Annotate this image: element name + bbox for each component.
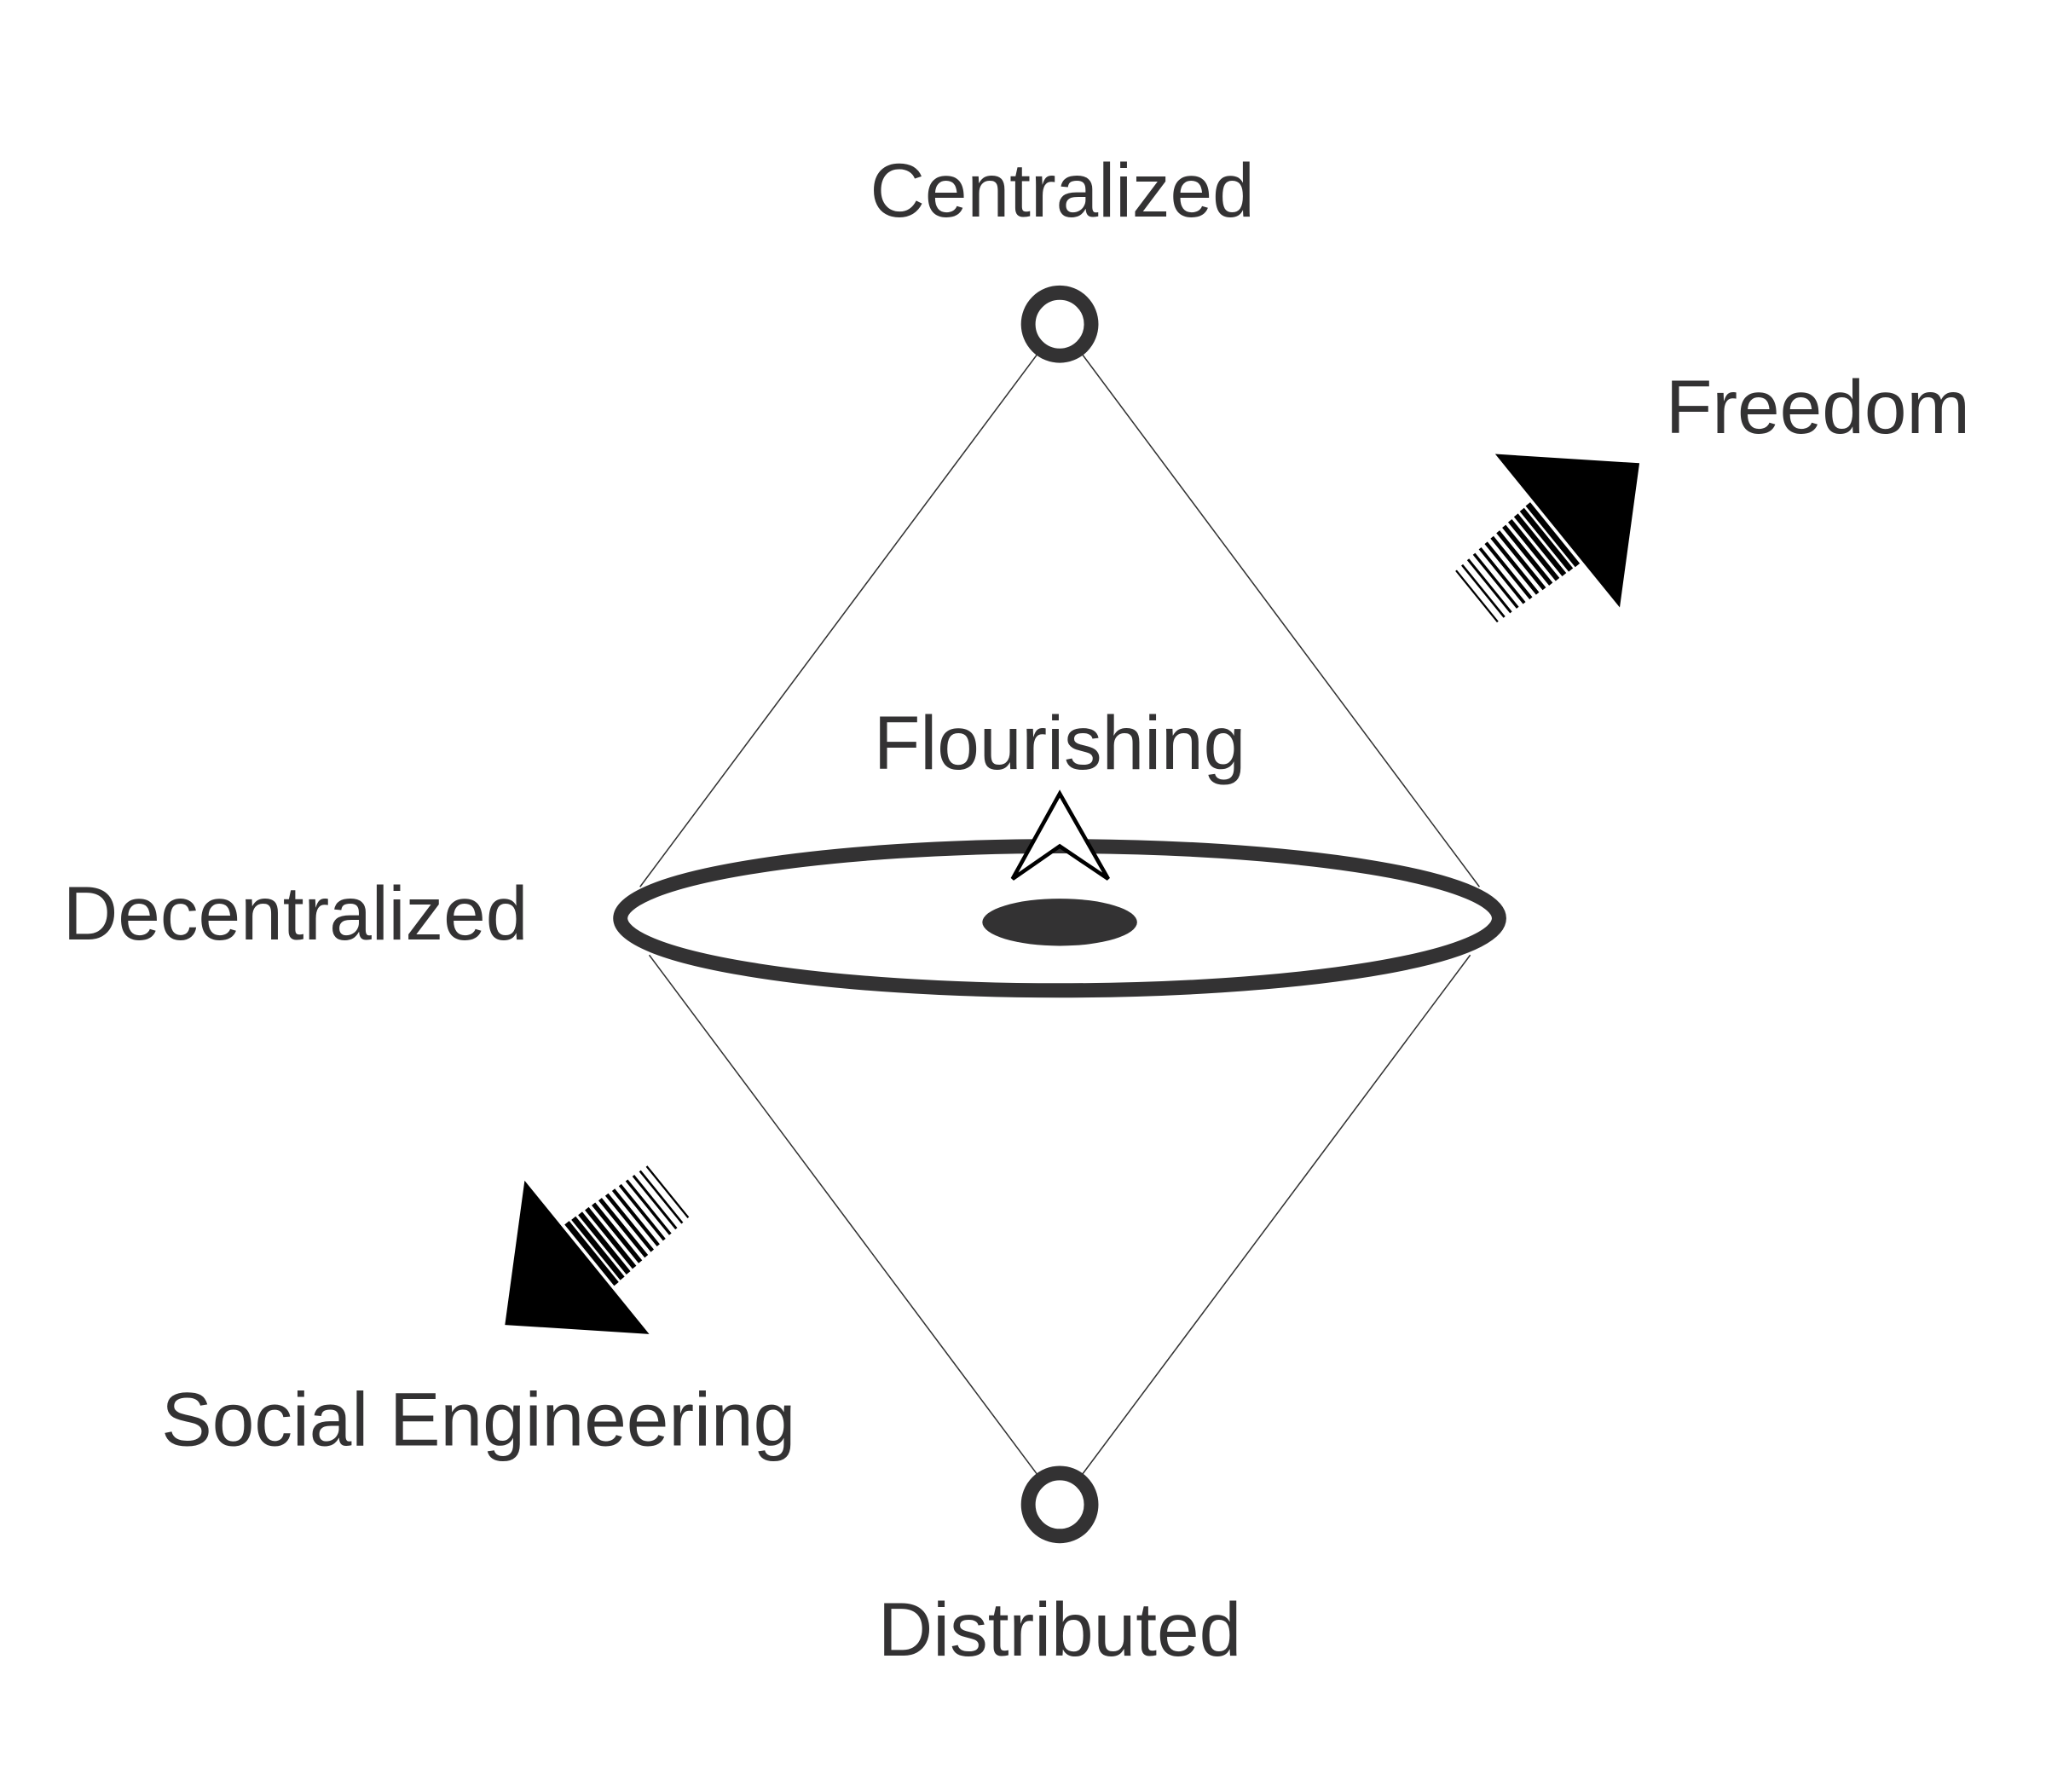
arrow-stripe [1519, 507, 1574, 572]
arrow-stripe [1502, 524, 1553, 586]
arrow-stripe [585, 1206, 637, 1269]
label-decentralized: Decentralized [63, 870, 529, 956]
arrow-stripe [1472, 552, 1519, 609]
arrow-stripe [632, 1175, 678, 1230]
arrow-stripe [604, 1193, 655, 1252]
arrow-stripe [1484, 541, 1533, 600]
label-distributed: Distributed [878, 1587, 1241, 1672]
arrow-stripe [578, 1211, 631, 1275]
arrow-stripe [1460, 564, 1506, 618]
freedom-arrow-icon [1455, 454, 1640, 623]
diamond-lines [639, 323, 1481, 1506]
upward-chevron-icon [1010, 789, 1111, 881]
arrow-stripe [1513, 513, 1567, 577]
arrow-stripe [625, 1179, 672, 1235]
arrow-stripe [592, 1202, 643, 1263]
distributed-node [1020, 1465, 1099, 1544]
arrow-stripe [618, 1183, 666, 1241]
arrow-stripe [645, 1165, 690, 1218]
centralized-node [1020, 285, 1099, 363]
arrow-stripe [611, 1188, 660, 1246]
arrow-stripe [1455, 569, 1499, 623]
arrow-stripe [1466, 558, 1512, 614]
arrow-stripe [564, 1221, 619, 1286]
label-centralized: Centralized [870, 147, 1255, 233]
social-engineering-arrow-icon [505, 1165, 690, 1334]
arrow-stripe [598, 1198, 649, 1258]
center-blob [982, 899, 1137, 946]
arrow-stripe [571, 1216, 625, 1280]
arrow-stripe [1525, 502, 1581, 568]
label-freedom: Freedom [1666, 364, 1970, 449]
arrow-stripe [1496, 530, 1546, 591]
arrow-stripe [1478, 547, 1526, 604]
label-social-engineering: Social Engineering [161, 1377, 795, 1462]
label-flourishing: Flourishing [874, 700, 1246, 785]
arrow-stripe [639, 1170, 684, 1224]
arrow-stripe [1490, 535, 1540, 595]
arrow-stripe [1507, 518, 1560, 581]
